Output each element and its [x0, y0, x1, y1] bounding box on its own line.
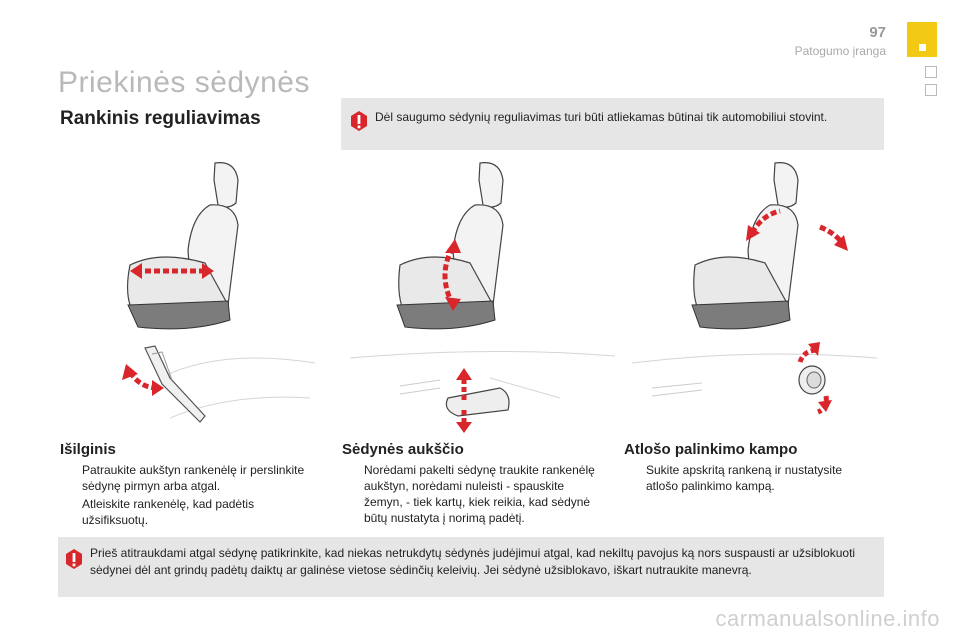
list-item: Patraukite aukštyn rankenėlę ir perslink…	[82, 463, 305, 493]
lever-illustration-longitudinal	[60, 338, 320, 433]
column-title-longitudinal: Išilginis	[60, 441, 116, 458]
column-list-height: Norėdami pakelti sėdynę traukite rankenė…	[340, 462, 606, 528]
top-warning-text: Dėl saugumo sėdynių reguliavimas turi bū…	[375, 110, 828, 124]
seat-illustration-height	[395, 155, 535, 335]
list-item: Norėdami pakelti sėdynę traukite rankenė…	[364, 463, 595, 525]
page-title: Priekinės sėdynės	[58, 66, 310, 99]
list-item: Atleiskite rankenėlę, kad padėtis užsifi…	[82, 497, 255, 527]
chapter-tab-empty-1[interactable]	[925, 66, 937, 78]
chapter-tab[interactable]	[907, 22, 937, 57]
section-title: Rankinis reguliavimas	[60, 108, 261, 129]
top-warning-box: Dėl saugumo sėdynių reguliavimas turi bū…	[341, 98, 884, 150]
warning-icon	[349, 110, 369, 132]
column-list-longitudinal: Patraukite aukštyn rankenėlę ir perslink…	[58, 462, 322, 530]
bottom-warning-box: Prieš atitraukdami atgal sėdynę patikrin…	[58, 537, 884, 597]
column-list-recline: Sukite apskritą rankeną ir nustatysite a…	[622, 462, 862, 496]
chapter-tab-empty-2[interactable]	[925, 84, 937, 96]
column-title-recline: Atlošo palinkimo kampo	[624, 441, 798, 458]
tab-marker-icon	[919, 44, 926, 51]
bottom-warning-text: Prieš atitraukdami atgal sėdynę patikrin…	[90, 546, 856, 577]
watermark: carmanualsonline.info	[715, 606, 940, 631]
seat-illustration-recline	[690, 155, 860, 335]
warning-icon	[64, 548, 84, 570]
list-item: Sukite apskritą rankeną ir nustatysite a…	[646, 463, 843, 493]
section-name: Patogumo įranga	[794, 44, 886, 58]
page-number: 97	[869, 24, 886, 41]
column-title-height: Sėdynės aukščio	[342, 441, 464, 458]
lever-illustration-recline	[622, 338, 884, 433]
seat-illustration-longitudinal	[110, 155, 250, 335]
lever-illustration-height	[340, 338, 620, 433]
